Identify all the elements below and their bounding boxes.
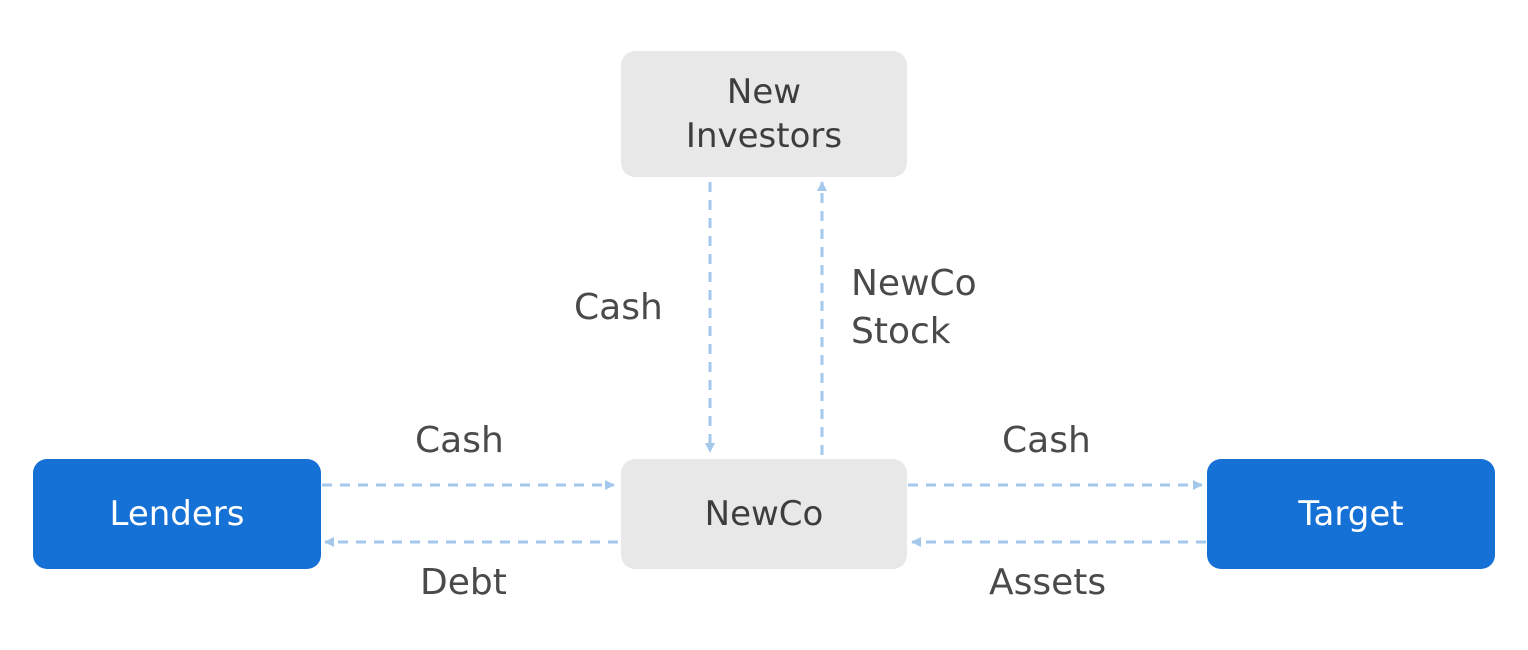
- label-target-to-newco: Assets: [989, 562, 1107, 603]
- node-lenders-label: Lenders: [109, 494, 245, 534]
- label-newco-to-investors: NewCo Stock: [851, 263, 977, 352]
- node-new-investors: New Investors: [621, 51, 907, 177]
- node-newco-label: NewCo: [704, 494, 824, 534]
- node-target: Target: [1207, 459, 1495, 569]
- label-newco-to-target: Cash: [1002, 420, 1091, 461]
- node-newco: NewCo: [621, 459, 907, 569]
- label-newco-to-lenders: Debt: [420, 562, 507, 603]
- label-lenders-to-newco: Cash: [415, 420, 504, 461]
- label-investors-to-newco: Cash: [574, 287, 663, 328]
- node-lenders: Lenders: [33, 459, 321, 569]
- node-target-label: Target: [1298, 494, 1404, 534]
- node-new-investors-label: New Investors: [685, 72, 843, 156]
